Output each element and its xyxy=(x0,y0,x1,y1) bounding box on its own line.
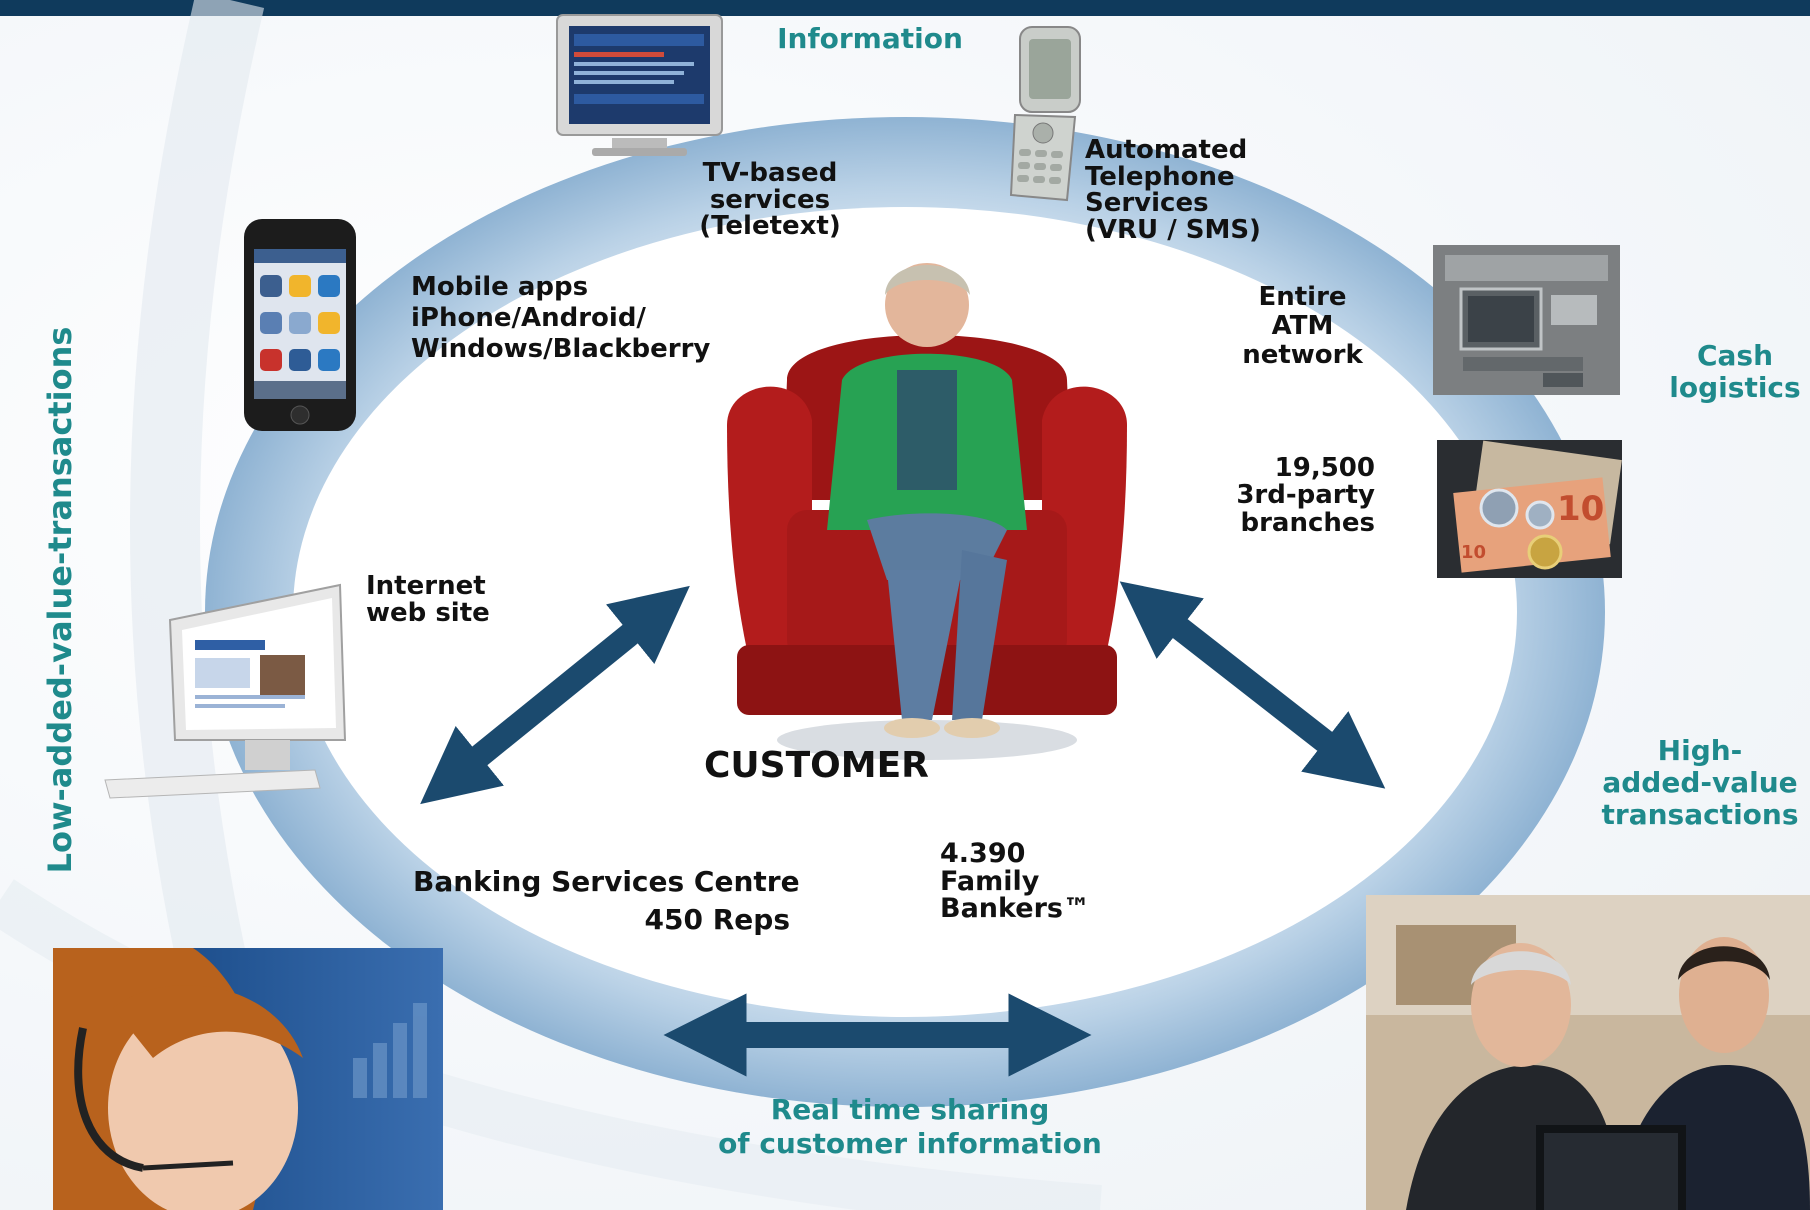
label-mobile-apps: Mobile apps iPhone/Android/ Windows/Blac… xyxy=(411,272,711,365)
label-branches: 19,500 3rd-party branches xyxy=(1236,453,1375,538)
label-tv-services: TV-based services (Teletext) xyxy=(699,158,841,242)
customer-photo xyxy=(727,250,1127,765)
label-family-bankers: 4.390 Family Bankers™ xyxy=(940,838,1090,925)
desktop-computer-icon xyxy=(100,580,350,805)
label-internet: Internet web site xyxy=(366,571,490,628)
top-bar xyxy=(0,0,1810,16)
label-atm-network: Entire ATM network xyxy=(1242,282,1363,371)
label-reps: 450 Reps xyxy=(644,903,790,936)
label-information: Information xyxy=(777,22,963,55)
label-cash-logistics: Cash logistics xyxy=(1669,339,1801,405)
smartphone-icon xyxy=(240,215,360,435)
label-high-added-value: High- added-value transactions xyxy=(1601,734,1799,832)
label-low-added-value: Low-added-value-transactions xyxy=(41,326,79,874)
call-center-agent-photo xyxy=(53,948,443,1210)
mobile-phone-icon xyxy=(1005,25,1095,205)
label-banking-services-centre: Banking Services Centre xyxy=(413,865,800,898)
label-customer: CUSTOMER xyxy=(704,745,929,786)
label-automated-telephone: Automated Telephone Services (VRU / SMS) xyxy=(1085,135,1261,245)
svg-text:10: 10 xyxy=(1461,542,1486,563)
euro-cash-icon: 10 10 xyxy=(1437,440,1622,578)
label-real-time-sharing: Real time sharing of customer informatio… xyxy=(718,1093,1102,1160)
atm-icon xyxy=(1433,245,1620,395)
advisors-meeting-photo xyxy=(1366,895,1810,1210)
arrow-left-diagonal xyxy=(420,585,690,805)
tv-icon xyxy=(552,10,727,170)
arrow-right-diagonal xyxy=(1119,581,1386,789)
svg-text:10: 10 xyxy=(1557,489,1604,529)
